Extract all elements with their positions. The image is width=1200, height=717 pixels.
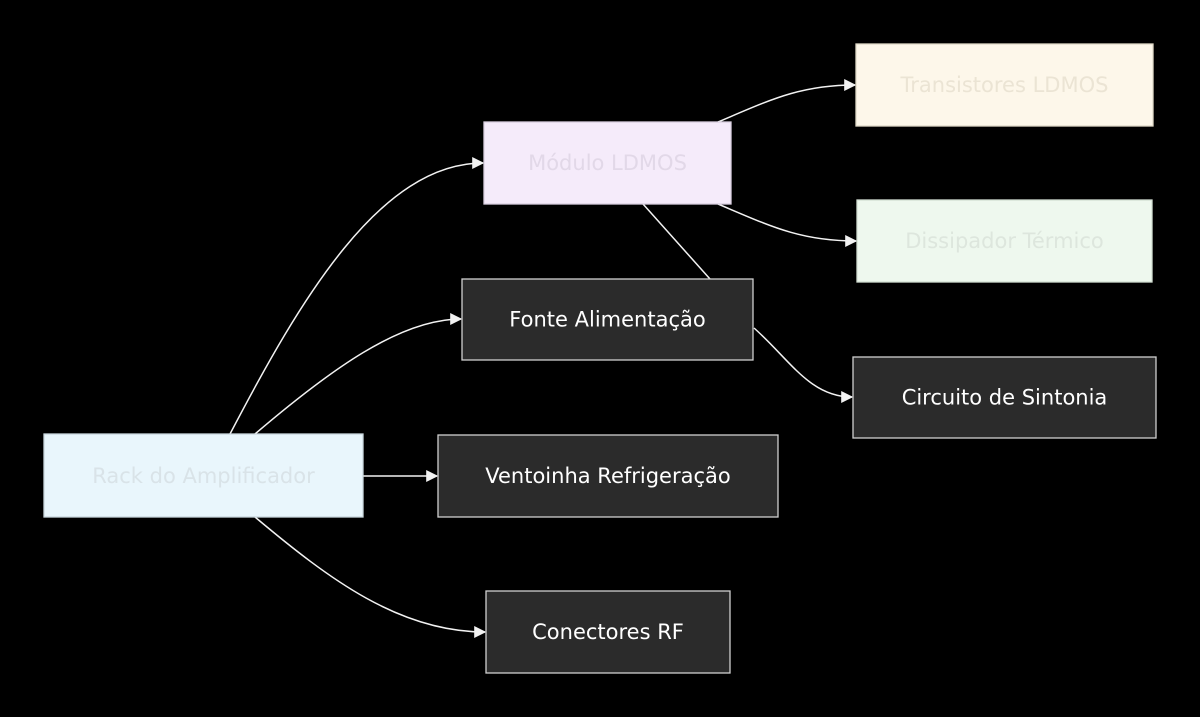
edge-rack-to-power [254,313,463,435]
edge-ldmos-to-tuning [642,203,852,397]
node-ldmos: Módulo LDMOS [483,121,732,205]
node-heatsink-label: Dissipador Térmico [905,229,1104,253]
node-transistors: Transistores LDMOS [855,43,1154,127]
node-tuning: Circuito de Sintonia [852,356,1157,439]
node-rf-box [485,590,731,674]
node-transistors-label: Transistores LDMOS [900,73,1109,97]
node-tuning-box [852,356,1157,439]
node-heatsink-box [856,199,1153,283]
node-fan-label: Ventoinha Refrigeração [485,464,731,488]
node-fan: Ventoinha Refrigeração [437,434,779,518]
node-rack-label: Rack do Amplificador [92,464,315,488]
node-rf-label: Conectores RF [532,620,684,644]
edge-ldmos-to-heatsink [717,203,858,247]
edge-ldmos-to-transistors [717,79,857,123]
node-rack-box [43,433,364,518]
node-power-label: Fonte Alimentação [509,308,705,332]
node-power: Fonte Alimentação [461,278,754,361]
node-ldmos-label: Módulo LDMOS [528,151,687,175]
node-rf: Conectores RF [485,590,731,674]
node-ldmos-box [483,121,732,205]
node-power-box [461,278,754,361]
edge-rack-to-ldmos [229,157,485,435]
node-fan-box [437,434,779,518]
node-transistors-box [855,43,1154,127]
edge-rack-to-rf [254,516,487,638]
node-rack: Rack do Amplificador [43,433,364,518]
node-tuning-label: Circuito de Sintonia [902,386,1108,410]
node-heatsink: Dissipador Térmico [856,199,1153,283]
edges-layer [229,79,858,638]
